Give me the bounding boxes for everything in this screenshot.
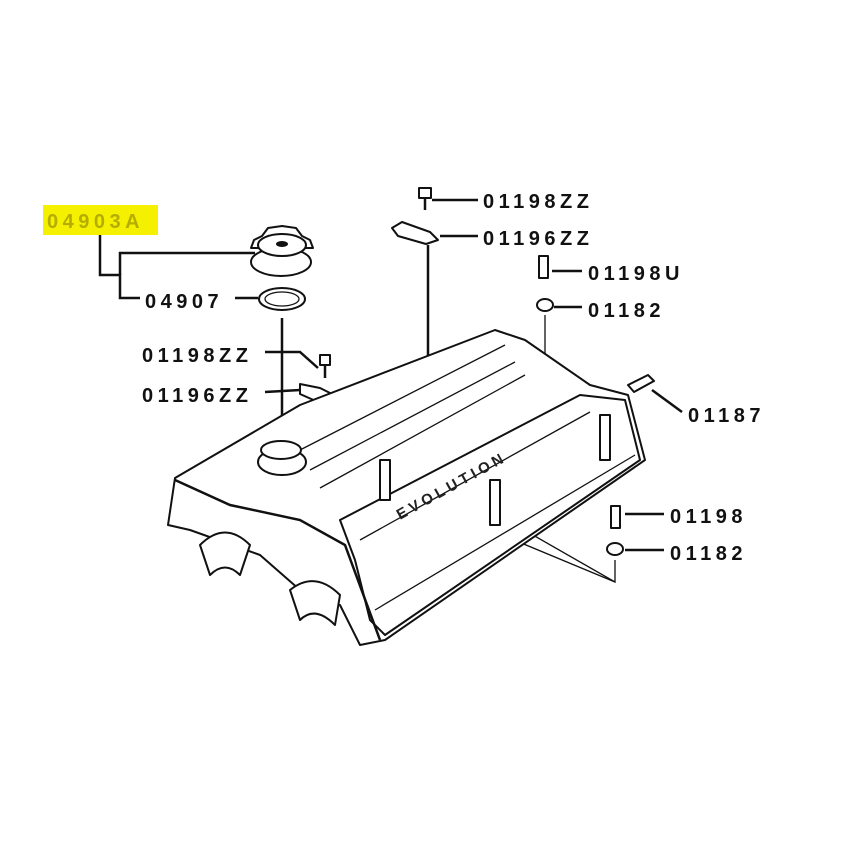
callout-01198ZZ-left[interactable]: 01198ZZ bbox=[142, 345, 252, 367]
bolt-top-icon bbox=[418, 187, 432, 210]
leader-lines bbox=[98, 198, 683, 584]
callout-04903A[interactable]: 04903A bbox=[47, 211, 144, 233]
callout-04907[interactable]: 04907 bbox=[145, 291, 223, 313]
oil-filler-cap bbox=[250, 225, 314, 277]
callout-01198ZZ-top[interactable]: 01198ZZ bbox=[483, 191, 593, 213]
callout-01198[interactable]: 01198 bbox=[670, 506, 747, 528]
callout-01182-lower[interactable]: 01182 bbox=[670, 543, 747, 565]
highlight-box bbox=[43, 205, 158, 235]
pin-icon bbox=[627, 374, 655, 393]
washer-lower-right-icon bbox=[606, 542, 624, 556]
callout-01196ZZ-top[interactable]: 01196ZZ bbox=[483, 228, 593, 250]
bolt-upper-right-icon bbox=[538, 255, 549, 279]
callout-01187[interactable]: 01187 bbox=[688, 405, 765, 427]
bolt-lower-right-icon bbox=[610, 505, 621, 529]
bolt-left-icon bbox=[319, 354, 331, 378]
bracket-top-icon bbox=[391, 221, 439, 245]
callout-01196ZZ-left[interactable]: 01196ZZ bbox=[142, 385, 252, 407]
valve-cover: EVOLUTION bbox=[167, 329, 646, 646]
callout-01198U[interactable]: 01198U bbox=[588, 263, 684, 285]
oil-cap-gasket bbox=[258, 287, 306, 311]
washer-upper-right-icon bbox=[536, 298, 554, 312]
callout-01182-upper[interactable]: 01182 bbox=[588, 300, 665, 322]
